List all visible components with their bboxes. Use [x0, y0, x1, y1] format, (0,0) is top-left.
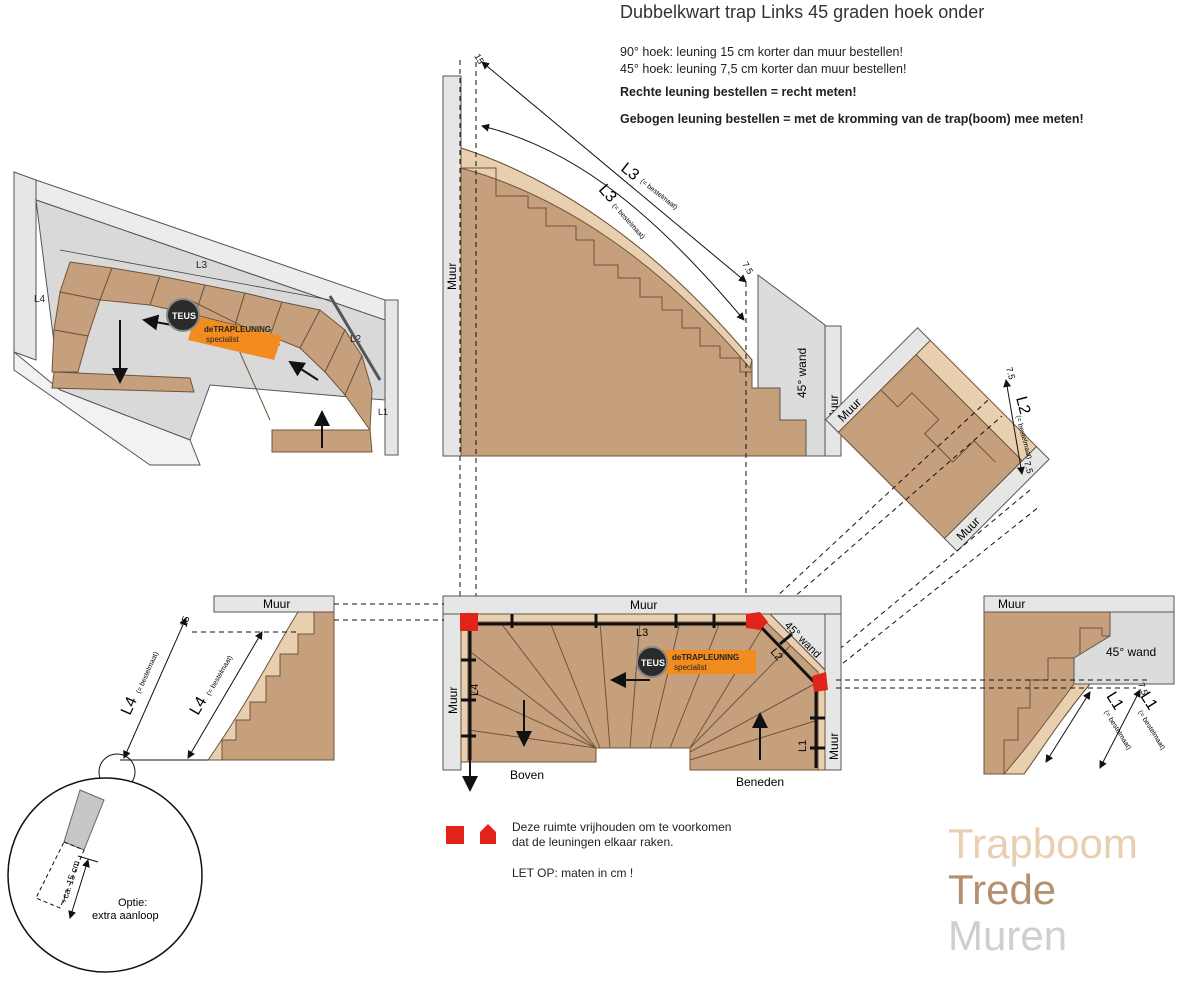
left-section: Muur L4 (= bestelmaat) L4 (= bestelmaat)… [7, 595, 444, 973]
right-wand45: 45° wand [1106, 645, 1156, 659]
persp-brand: deTRAPLEUNING [204, 325, 271, 334]
plan-beneden: Beneden [736, 775, 784, 789]
right-l1-b-sub: (= bestelmaat) [1136, 709, 1166, 751]
right-l1-a-sub: (= bestelmaat) [1102, 709, 1132, 751]
right-l1-a: L1 [1103, 689, 1127, 713]
elev-muur-left: Muur [445, 263, 459, 290]
plan-teus: TEUS [641, 658, 665, 668]
persp-l1: L1 [378, 407, 388, 417]
page-title: Dubbelkwart trap Links 45 graden hoek on… [620, 2, 985, 22]
plan-muur-top: Muur [630, 598, 657, 612]
persp-specialist: specialist [206, 335, 240, 344]
marker-explanation: Deze ruimte vrijhouden om te voorkomen d… [512, 820, 731, 850]
detail-75-bottom: 7.5 [1022, 460, 1035, 475]
left-l4-a: L4 [118, 694, 141, 717]
plan-marker-square [460, 613, 478, 631]
teus-ribbon [188, 316, 282, 360]
let-op-note: LET OP: maten in cm ! [512, 866, 634, 880]
legend-marker-square [446, 826, 464, 844]
plan-l4: L4 [469, 684, 481, 696]
legend-marker-corner [480, 824, 496, 844]
persp-l4: L4 [34, 294, 46, 305]
plan-l3: L3 [636, 627, 648, 639]
plan-view: Muur Muur Muur 45° wand [442, 595, 842, 792]
plan-brand: deTRAPLEUNING [672, 653, 739, 662]
side-elevation: Muur 45° wand Muur L3 (= bestelmaat) L3 … [442, 52, 842, 612]
left-l4-b: L4 [187, 694, 211, 718]
persp-teus: TEUS [172, 311, 196, 321]
persp-l3: L3 [196, 260, 208, 271]
left-l4-b-sub: (= bestelmaat) [206, 655, 235, 697]
right-section: Muur 45° wand L1 (= bestelmaat) L1 (= be… [836, 595, 1175, 775]
zoom-optie: Optie: [118, 897, 147, 909]
left-15: 15 [178, 614, 192, 629]
plan-specialist: specialist [674, 663, 708, 672]
perspective-view: L3 L4 L2 L1 TEUS deTRAPLEUNING specialis… [13, 171, 399, 466]
elev-75: 7.5 [740, 260, 755, 276]
plan-muur-right: Muur [827, 733, 841, 760]
legend-trapboom: Trapboom [948, 820, 1138, 867]
plan-teus-ribbon [660, 650, 756, 674]
note-90: 90° hoek: leuning 15 cm korter dan muur … [620, 45, 903, 59]
left-muur: Muur [263, 597, 290, 611]
marker-note-1: Deze ruimte vrijhouden om te voorkomen [512, 820, 732, 834]
plan-l1: L1 [797, 740, 809, 752]
elev-wand45: 45° wand [795, 348, 809, 398]
right-muur: Muur [998, 597, 1025, 611]
zoom-detail-circle [7, 777, 203, 973]
wand45-detail: Muur Muur [824, 327, 1050, 552]
plan-boven: Boven [510, 768, 544, 782]
detail-l2: L2 [1012, 395, 1033, 417]
teus-logo-icon [166, 298, 200, 332]
elev-l3-a: L3 [618, 160, 643, 184]
plan-teus-logo-icon [636, 646, 668, 678]
plan-marker-corner-top [746, 612, 768, 630]
legend-muren: Muren [948, 912, 1068, 959]
right-l1-b: L1 [1137, 689, 1161, 713]
zoom-aanloop: extra aanloop [92, 910, 159, 922]
plan-marker-corner-bottom [812, 672, 828, 692]
detail-75-top: 7.5 [1004, 366, 1017, 381]
right-75: 7.5 [1136, 681, 1150, 696]
left-l4-a-sub: (= bestelmaat) [135, 651, 160, 695]
marker-note-2: dat de leuningen elkaar raken. [512, 835, 674, 849]
elev-l3-a-sub: (= bestelmaat) [639, 178, 679, 211]
plan-muur-left: Muur [446, 687, 460, 714]
legend-trede: Trede [948, 866, 1057, 913]
